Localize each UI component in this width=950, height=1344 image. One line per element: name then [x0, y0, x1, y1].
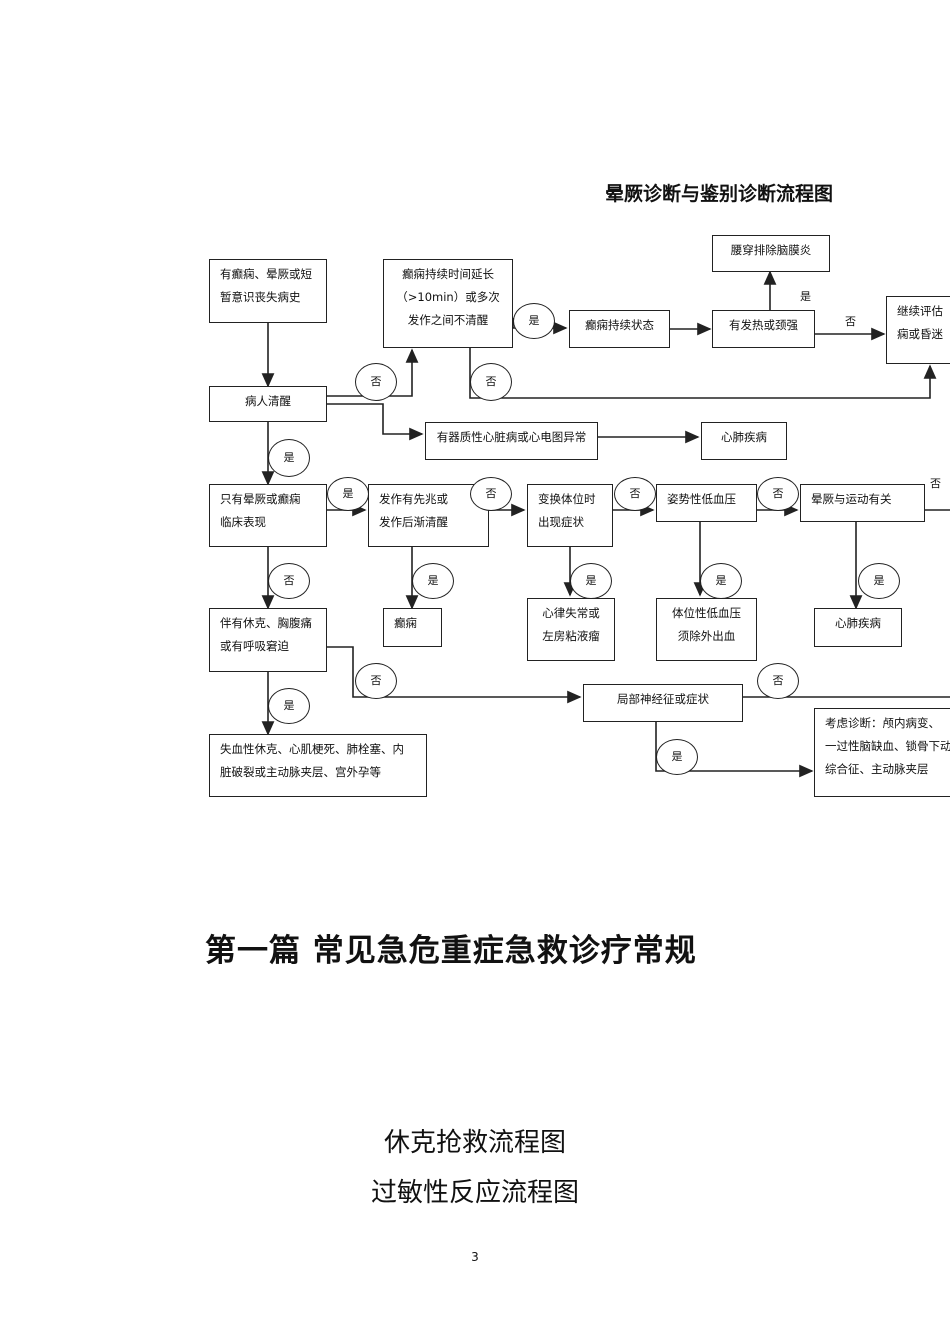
node-conscious: 病人清醒 — [209, 386, 327, 422]
node-hemorrhagic-shock: 失血性休克、心肌梗死、肺栓塞、内 脏破裂或主动脉夹层、宫外孕等 — [209, 734, 427, 797]
node-shock-pain: 伴有休克、胸腹痛 或有呼吸窘迫 — [209, 608, 327, 672]
no-circle: 否 — [470, 363, 512, 401]
node-exercise-related: 晕厥与运动有关 — [800, 484, 925, 522]
node-cardiopulmonary-2: 心肺疾病 — [814, 608, 902, 647]
yes-circle: 是 — [858, 563, 900, 599]
no-label: 否 — [930, 477, 941, 490]
diagram-title: 晕厥诊断与鉴别诊断流程图 — [605, 183, 834, 205]
node-postural-hypotension: 体位性低血压 须除外出血 — [656, 598, 757, 661]
no-circle: 否 — [355, 363, 397, 401]
yes-circle: 是 — [513, 303, 555, 339]
node-status-epilepticus: 癫痫持续状态 — [569, 310, 670, 348]
node-continue-evaluation: 继续评估 痫或昏迷 — [886, 296, 950, 364]
yes-circle: 是 — [412, 563, 454, 599]
no-circle: 否 — [757, 477, 799, 511]
node-orthostatic-hypotension: 姿势性低血压 — [656, 484, 757, 522]
node-only-syncope: 只有晕厥或癫痫 临床表现 — [209, 484, 327, 547]
chapter-heading: 第一篇 常见急危重症急救诊疗常规 — [205, 933, 697, 969]
yes-circle: 是 — [268, 439, 310, 477]
no-circle: 否 — [355, 663, 397, 699]
node-position-change: 变换体位时 出现症状 — [527, 484, 613, 547]
subtitle-allergy: 过敏性反应流程图 — [370, 1178, 579, 1208]
node-arrhythmia: 心律失常或 左房粘液瘤 — [527, 598, 615, 661]
subtitle-shock: 休克抢救流程图 — [383, 1128, 566, 1158]
yes-circle: 是 — [268, 688, 310, 724]
node-aura: 发作有先兆或 发作后渐清醒 — [368, 484, 489, 547]
no-circle: 否 — [470, 477, 512, 511]
node-epilepsy: 癫痫 — [383, 608, 442, 647]
no-circle: 否 — [268, 563, 310, 599]
no-circle: 否 — [757, 663, 799, 699]
yes-circle: 是 — [700, 563, 742, 599]
no-label: 否 — [845, 315, 856, 328]
page-number: 3 — [471, 1250, 479, 1264]
yes-label: 是 — [800, 290, 811, 303]
node-heart-disease: 有器质性心脏病或心电图异常 — [425, 422, 598, 460]
yes-circle: 是 — [327, 477, 369, 511]
yes-circle: 是 — [570, 563, 612, 599]
node-consider-diagnosis: 考虑诊断：颅内病变、 一过性脑缺血、锁骨下动 综合征、主动脉夹层 — [814, 708, 950, 797]
no-circle: 否 — [614, 477, 656, 511]
node-focal-neuro: 局部神经征或症状 — [583, 684, 743, 722]
node-lumbar-puncture: 腰穿排除脑膜炎 — [712, 235, 830, 272]
node-fever-neck-stiffness: 有发热或颈强 — [712, 310, 815, 348]
yes-circle: 是 — [656, 739, 698, 775]
node-cardiopulmonary-1: 心肺疾病 — [701, 422, 787, 460]
node-seizure-prolonged: 癫痫持续时间延长 （>10min）或多次 发作之间不清醒 — [383, 259, 513, 348]
node-history: 有癫痫、晕厥或短 暂意识丧失病史 — [209, 259, 327, 323]
